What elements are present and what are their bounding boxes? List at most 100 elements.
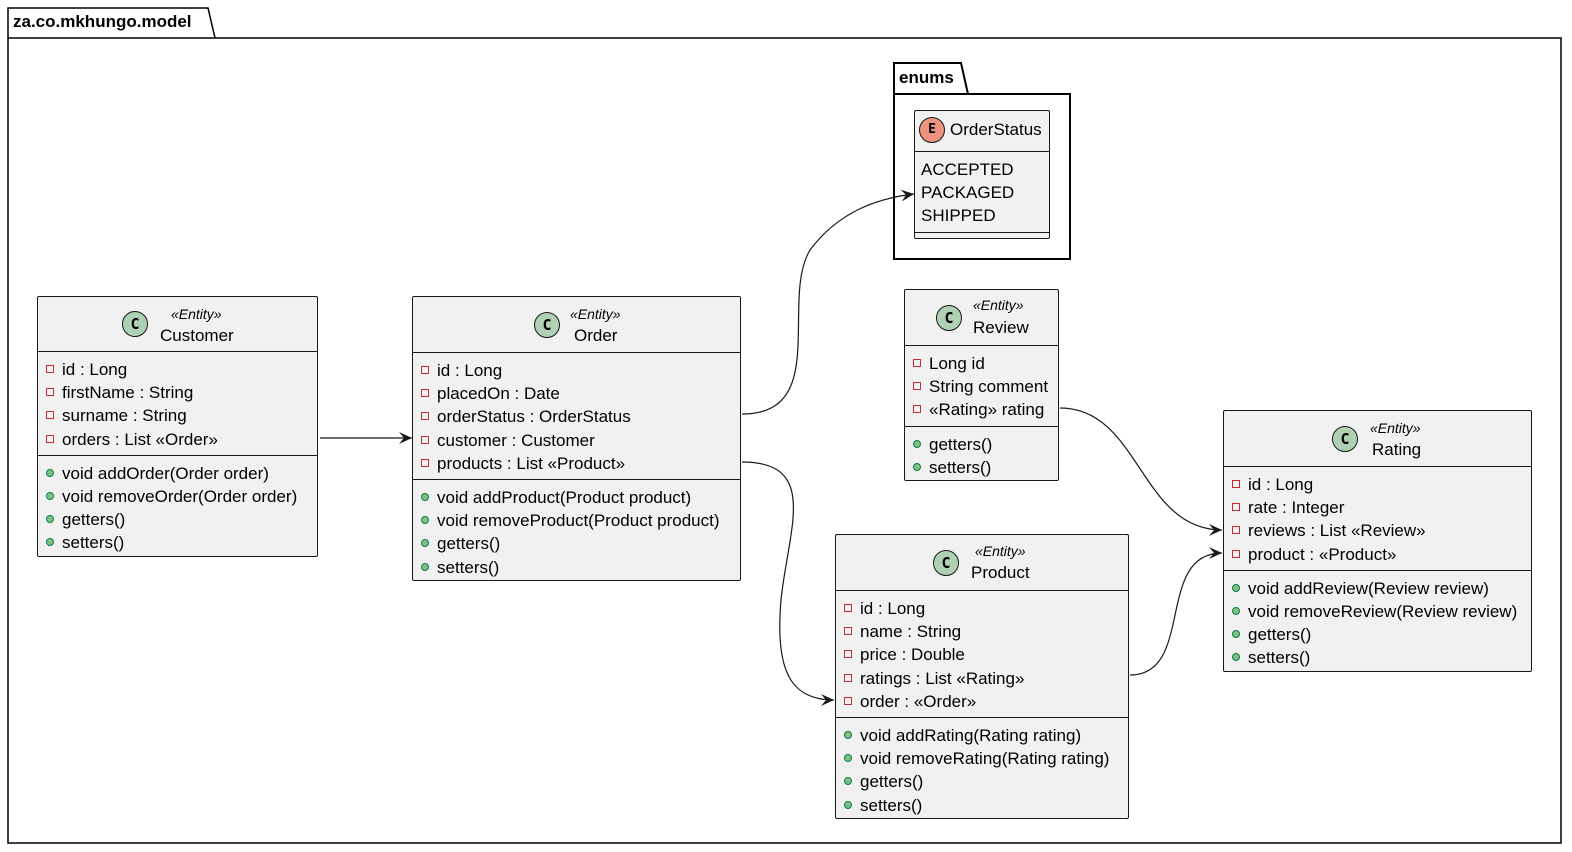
- public-marker-icon: [421, 539, 429, 548]
- field-text: order : «Order»: [860, 691, 977, 711]
- private-marker-icon: [46, 434, 54, 443]
- field-text: placedOn : Date: [437, 384, 560, 404]
- class-methods: void addOrder(Order order) void removeOr…: [38, 454, 317, 559]
- class-name: Order: [574, 326, 618, 345]
- method-row: getters(): [905, 433, 1058, 456]
- class-name: Rating: [1372, 440, 1422, 459]
- field-text: ratings : List «Rating»: [860, 668, 1025, 688]
- method-text: getters(): [860, 772, 924, 792]
- private-marker-icon: [421, 412, 429, 421]
- method-text: setters(): [62, 533, 125, 553]
- enum-icon: E: [919, 117, 945, 143]
- public-marker-icon: [913, 439, 921, 448]
- enum-header: E OrderStatus: [915, 111, 1049, 152]
- public-marker-icon: [46, 538, 54, 547]
- public-marker-icon: [46, 515, 54, 524]
- method-text: setters(): [929, 457, 992, 477]
- method-row: setters(): [1224, 646, 1531, 669]
- class-methods: void addRating(Rating rating) void remov…: [836, 716, 1128, 821]
- public-marker-icon: [421, 492, 429, 501]
- method-row: void removeRating(Rating rating): [836, 747, 1128, 770]
- subpackage-name: enums: [899, 68, 954, 87]
- field-text: orderStatus : OrderStatus: [437, 407, 631, 427]
- private-marker-icon: [421, 389, 429, 398]
- field-text: product : «Product»: [1248, 544, 1397, 564]
- class-icon: C: [933, 550, 959, 576]
- field-text: «Rating» rating: [929, 400, 1045, 420]
- method-row: void addReview(Review review): [1224, 577, 1531, 600]
- enum-literal: SHIPPED: [921, 206, 996, 226]
- field-row: orders : List «Order»: [38, 428, 317, 451]
- field-text: customer : Customer: [437, 430, 595, 450]
- private-marker-icon: [844, 650, 852, 659]
- field-row: order : «Order»: [836, 690, 1128, 713]
- method-text: void addOrder(Order order): [62, 463, 269, 483]
- edge-review-rating: [1059, 407, 1223, 536]
- field-text: rate : Integer: [1248, 498, 1345, 518]
- class-stereotype: «Entity»: [973, 297, 1024, 313]
- field-text: firstName : String: [62, 383, 194, 403]
- method-row: void addProduct(Product product): [413, 486, 740, 509]
- class-header: C «Entity» Order: [413, 297, 740, 353]
- method-text: void removeOrder(Order order): [62, 486, 298, 506]
- enum-literal: PACKAGED: [921, 183, 1015, 203]
- private-marker-icon: [421, 366, 429, 374]
- class-icon: C: [936, 305, 962, 331]
- class-methods: void addReview(Review review) void remov…: [1224, 569, 1531, 674]
- method-row: void removeReview(Review review): [1224, 600, 1531, 623]
- field-text: id : Long: [437, 361, 503, 380]
- public-marker-icon: [1232, 606, 1240, 615]
- class-order[interactable]: C «Entity» Order id : Long placedOn : Da…: [412, 296, 741, 581]
- class-rating[interactable]: C «Entity» Rating id : Long rate : Integ…: [1223, 410, 1532, 672]
- class-fields: Long id String comment «Rating» rating: [905, 346, 1058, 426]
- edge-order-product: [741, 461, 835, 706]
- class-fields: id : Long rate : Integer reviews : List …: [1224, 467, 1531, 570]
- public-marker-icon: [1232, 653, 1240, 662]
- class-icon: C: [122, 311, 148, 337]
- package-name: za.co.mkhungo.model: [13, 12, 192, 31]
- class-customer[interactable]: C «Entity» Customer id : Long firstName …: [37, 296, 318, 557]
- public-marker-icon: [913, 462, 921, 471]
- method-row: setters(): [905, 456, 1058, 479]
- field-row: surname : String: [38, 404, 317, 427]
- public-marker-icon: [844, 800, 852, 809]
- private-marker-icon: [844, 673, 852, 682]
- field-row: firstName : String: [38, 381, 317, 404]
- field-row: ratings : List «Rating»: [836, 667, 1128, 690]
- field-row: orderStatus : OrderStatus: [413, 405, 740, 428]
- class-name: Review: [973, 318, 1029, 337]
- method-text: getters(): [929, 434, 993, 454]
- class-stereotype: «Entity»: [1370, 420, 1421, 436]
- field-text: String comment: [929, 377, 1049, 397]
- class-review[interactable]: C «Entity» Review Long id String comment…: [904, 289, 1059, 481]
- public-marker-icon: [844, 754, 852, 763]
- method-row: getters(): [836, 770, 1128, 793]
- method-row: getters(): [1224, 623, 1531, 646]
- field-text: products : List «Product»: [437, 453, 626, 473]
- class-methods: getters() setters(): [905, 425, 1058, 483]
- edge-product-rating: [1129, 547, 1223, 676]
- edge-order-orderstatus: [741, 189, 915, 415]
- enum-orderstatus[interactable]: E OrderStatus ACCEPTED PACKAGED SHIPPED: [914, 110, 1050, 239]
- field-row: String comment: [905, 375, 1058, 398]
- field-text: id : Long: [1248, 475, 1314, 494]
- private-marker-icon: [46, 411, 54, 420]
- method-text: void addProduct(Product product): [437, 487, 692, 507]
- private-marker-icon: [844, 627, 852, 636]
- class-header: C «Entity» Customer: [38, 297, 317, 352]
- method-row: void removeProduct(Product product): [413, 509, 740, 532]
- field-row: «Rating» rating: [905, 398, 1058, 421]
- method-row: getters(): [413, 532, 740, 555]
- public-marker-icon: [46, 491, 54, 500]
- private-marker-icon: [1232, 549, 1240, 558]
- private-marker-icon: [1232, 503, 1240, 512]
- field-text: orders : List «Order»: [62, 429, 218, 449]
- class-stereotype: «Entity»: [975, 543, 1026, 559]
- public-marker-icon: [844, 730, 852, 739]
- class-header: C «Entity» Product: [836, 535, 1128, 591]
- subpackage-frame: [893, 62, 1071, 260]
- package-frame: [7, 7, 1562, 844]
- private-marker-icon: [844, 604, 852, 612]
- class-product[interactable]: C «Entity» Product id : Long name : Stri…: [835, 534, 1129, 819]
- field-row: Long id: [905, 352, 1058, 375]
